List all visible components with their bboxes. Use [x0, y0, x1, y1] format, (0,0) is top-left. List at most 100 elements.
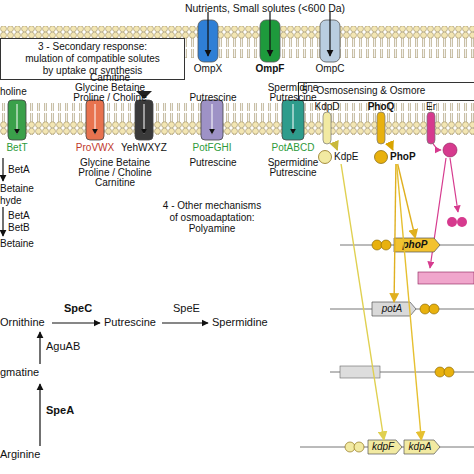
- node-label: PhoP: [390, 151, 416, 163]
- regulator-circle: [375, 151, 388, 164]
- transporter: YehWXYZ: [118, 100, 170, 154]
- regulator-dimer: [345, 442, 355, 452]
- text-label: SpeC: [64, 302, 92, 315]
- regulator-circle: [443, 143, 457, 157]
- node-label: OmpC: [302, 63, 358, 75]
- transport-arrow: [17, 104, 18, 134]
- regulation-arrow: [398, 164, 416, 238]
- node-label: OmpX: [180, 63, 236, 75]
- regulation-arrow: [450, 158, 458, 212]
- node-label: kdpA: [404, 441, 436, 453]
- reaction-arrow: [52, 322, 100, 323]
- sensor-kinase: Er: [420, 101, 442, 145]
- response-regulator: KdpE: [318, 150, 362, 164]
- text-label: BetA: [8, 210, 30, 222]
- sensor-kinase: KdpD: [312, 101, 342, 145]
- node-label: OmpF: [242, 63, 298, 75]
- node-label: potA: [372, 303, 412, 315]
- node-label: 3 - Secondary response:: [0, 41, 185, 53]
- transporter-shape: [86, 100, 104, 140]
- regulator-circle: [319, 151, 332, 164]
- reaction-arrow: [39, 332, 40, 364]
- flux-arrow: [207, 12, 208, 56]
- gene-shape: [394, 238, 440, 252]
- gene-arrow: kdpA: [404, 440, 440, 454]
- regulator-dimer: [447, 217, 457, 227]
- regulation-arrow: [394, 164, 396, 302]
- porin-channel: OmpF: [252, 16, 288, 76]
- bound-regulators: [340, 240, 454, 452]
- transporter: BetT: [2, 100, 32, 154]
- node-label: phoP: [394, 239, 436, 251]
- text-label: 4 - Other mechanisms of osmoadaptation: …: [160, 200, 264, 235]
- sensor-shape: [377, 112, 385, 144]
- node-label: PotABCD: [254, 142, 332, 154]
- reaction-arrow: [2, 207, 3, 236]
- porin-channel: OmpC: [312, 16, 348, 76]
- text-label: hyde: [0, 195, 22, 207]
- regulator-dimer: [435, 367, 445, 377]
- text-label: Nutrients, Small solutes (<600 Da): [150, 2, 380, 14]
- flux-arrow: [329, 12, 330, 56]
- text-label: Ornithine: [0, 316, 45, 329]
- text-label: Spermidine: [253, 157, 333, 169]
- gene-box: [418, 272, 474, 284]
- sensor-kinase: PhoQ: [366, 101, 396, 145]
- regulation-arrow: [335, 145, 337, 150]
- gene-shape: [368, 440, 402, 454]
- regulator-dimer: [372, 240, 382, 250]
- reaction-arrow: [39, 384, 40, 446]
- gene-arrow: phoP: [394, 238, 440, 252]
- text-label: Proline / Choline: [65, 167, 165, 179]
- node-label: KdpE: [334, 151, 358, 163]
- reaction-arrow: [162, 322, 208, 323]
- envz-signal: [418, 140, 474, 284]
- text-label: Glycine Betaine: [65, 82, 155, 94]
- box-outline: [299, 83, 474, 101]
- text-label: Arginine: [0, 448, 40, 461]
- transport-arrow: [212, 104, 213, 134]
- text-label: Putrescine: [173, 157, 253, 169]
- text-label: BetA: [8, 164, 30, 176]
- gene-shape: [372, 302, 416, 316]
- sensor-shape: [427, 112, 435, 144]
- regulation-arrow: [397, 164, 422, 440]
- node-label: 5 - Osmosensing & Osmore: [302, 85, 425, 97]
- transport-arrow: [95, 104, 96, 134]
- transporter-shape: [135, 100, 153, 140]
- text-label: Spermidine: [212, 316, 268, 329]
- node-label: kdpF: [368, 441, 398, 453]
- gene-box: [340, 366, 380, 378]
- node-label: PotFGHI: [174, 142, 250, 154]
- regulation-arrow: [391, 145, 393, 150]
- flux-arrow: [269, 12, 270, 56]
- text-label: AguAB: [46, 340, 80, 353]
- regulator-dimer: [444, 367, 454, 377]
- transporter: ProVWX: [72, 100, 118, 154]
- transporter: PotABCD: [266, 100, 320, 154]
- response-regulator: PhoP: [374, 150, 418, 164]
- text-label: Putrescine: [104, 316, 156, 329]
- text-label: Putrescine: [253, 92, 333, 104]
- gene-arrow: potA: [372, 302, 416, 316]
- dna-lines: [300, 245, 474, 447]
- transporter-shape: [8, 100, 26, 140]
- text-label: gmatine: [0, 366, 39, 379]
- node-label: YehWXYZ: [106, 142, 182, 154]
- text-label: Proline / Choline: [65, 92, 155, 104]
- regulator-dimer: [420, 304, 430, 314]
- transport-arrow: [293, 104, 294, 134]
- gene-arrow: kdpF: [368, 440, 402, 454]
- transporter-shape: [282, 100, 304, 140]
- node-label: Er: [414, 101, 448, 113]
- regulator-dimer: [381, 240, 391, 250]
- regulator-dimer: [354, 442, 364, 452]
- node-label: BetT: [0, 142, 44, 154]
- text-label: Spermidine: [253, 82, 333, 94]
- text-label: BetB: [8, 222, 30, 234]
- porin-channel: OmpX: [190, 16, 226, 76]
- text-label: SpeA: [46, 404, 74, 417]
- gene-shape: [404, 440, 440, 454]
- text-label: Betaine: [0, 183, 34, 195]
